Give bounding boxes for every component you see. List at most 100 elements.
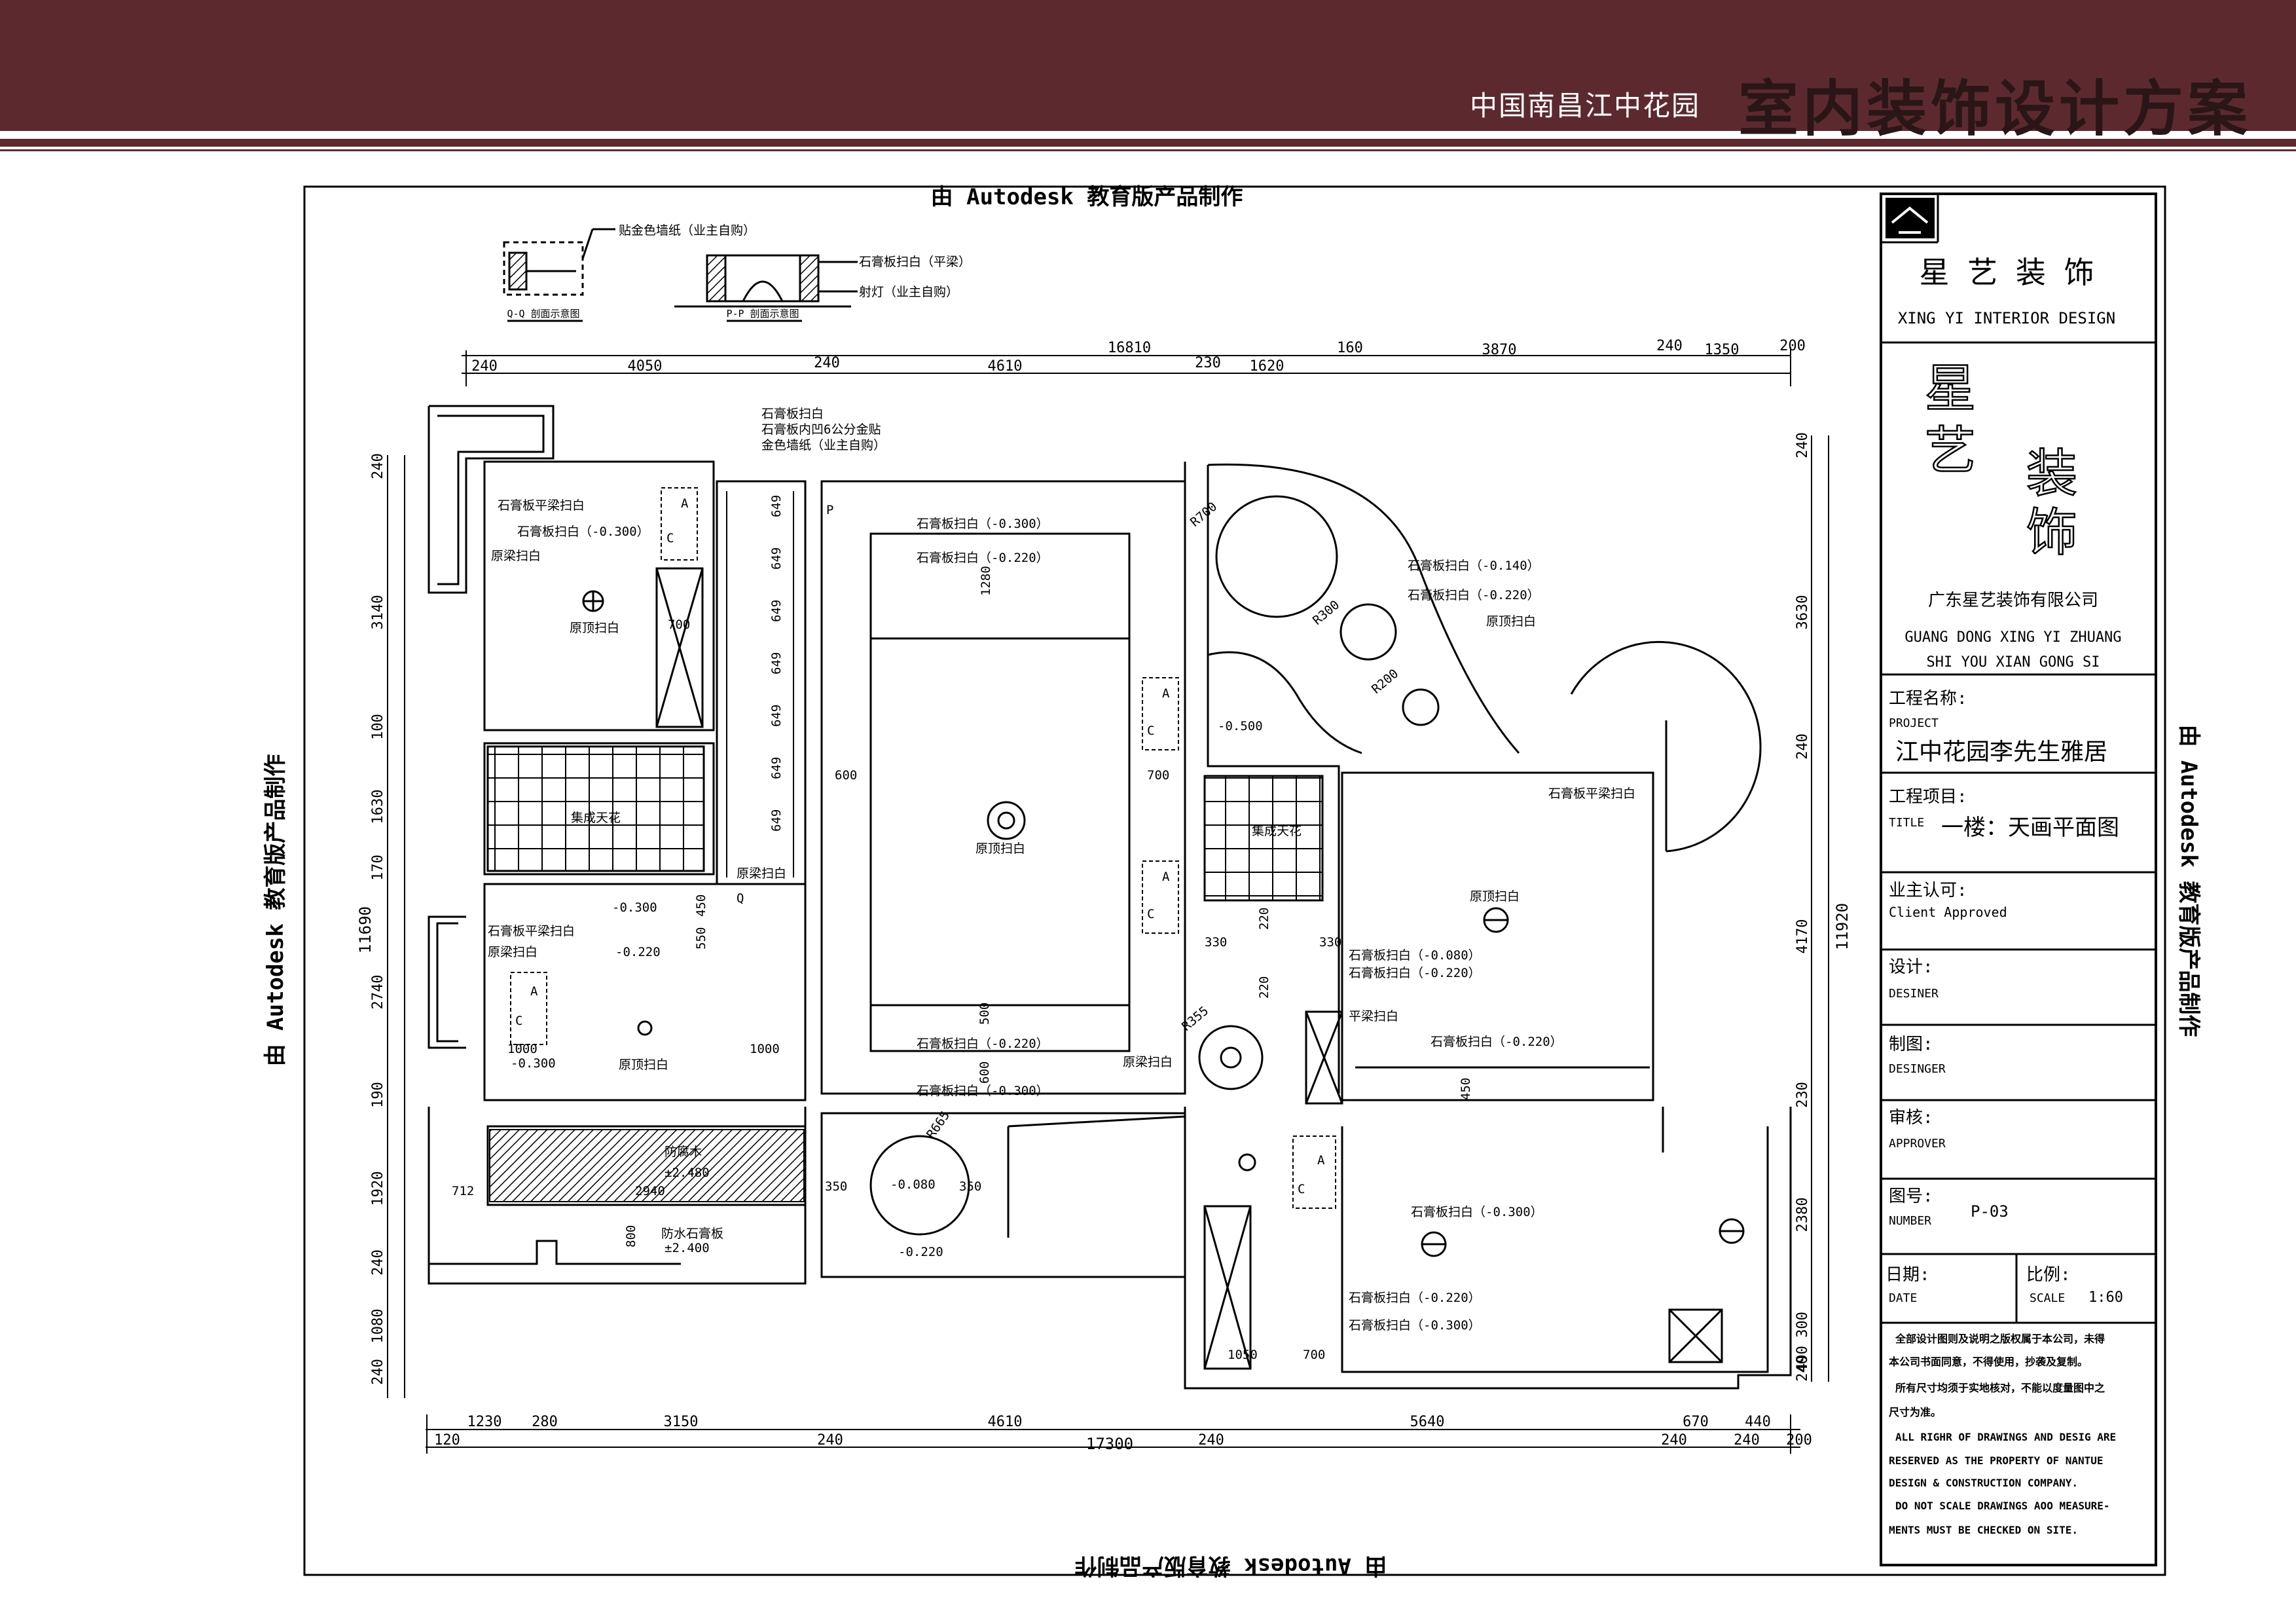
dining-500: 500 — [977, 1003, 992, 1025]
design-label-en: DESINER — [1889, 987, 1939, 1001]
dim-bottom-l4: 240 — [1734, 1432, 1760, 1449]
header-subtitle: 中国南昌江中花园 — [1470, 90, 1701, 122]
watermark-top: 由 Autodesk 教育版产品制作 — [931, 184, 1243, 210]
section-detail-q — [503, 228, 615, 296]
top-dimension-lines — [462, 347, 1791, 386]
a-tag-1: A — [681, 496, 689, 511]
bathroom-ceiling-left — [486, 745, 705, 872]
dim-left-1: 3140 — [370, 595, 386, 630]
r700-label: R700 — [1188, 500, 1220, 530]
dim-top-9: 1350 — [1705, 342, 1740, 358]
r355-label: R355 — [1179, 1004, 1211, 1034]
lower-300b: 石膏板扫白（-0.300） — [1349, 1318, 1481, 1333]
title-value: 一楼：天画平面图 — [1941, 815, 2119, 841]
dim-left-9: 1080 — [370, 1309, 386, 1344]
d350a: 350 — [825, 1179, 847, 1194]
dim-top-4: 230 — [1195, 355, 1221, 371]
header-rule — [0, 139, 2296, 147]
br-220b: 石膏板扫白（-0.220） — [1430, 1034, 1563, 1049]
left-dimension-lines — [387, 455, 405, 1398]
header-band — [0, 0, 2296, 131]
light-fixtures — [582, 590, 1745, 1257]
dim-bottom-l1: 240 — [817, 1432, 843, 1449]
section-markers — [510, 487, 1336, 1209]
date-label: 日期: — [1886, 1265, 1930, 1285]
d2940: 2940 — [635, 1184, 665, 1198]
c-tag-3: C — [1147, 724, 1154, 738]
dining-600: 600 — [835, 768, 857, 783]
dim-right-segments: 240 3630 240 4170 230 2380 300 490 240 — [1795, 432, 1811, 1382]
logo-char-3: 饰 — [2026, 504, 2077, 563]
curve-220: 石膏板扫白（-0.220） — [1408, 587, 1540, 602]
dim-top-5: 1620 — [1250, 358, 1285, 375]
project-label: 工程名称: — [1889, 689, 1967, 709]
company-en: XING YI INTERIOR DESIGN — [1898, 309, 2115, 327]
draw-label-en: DESINGER — [1889, 1062, 1946, 1076]
dining-center: 原顶扫白 — [975, 841, 1025, 856]
mid-orig: 原梁扫白 — [488, 945, 538, 959]
number-value: P-03 — [1971, 1202, 2009, 1221]
design-label: 设计: — [1889, 957, 1933, 977]
dim-top-10: 200 — [1779, 338, 1806, 354]
note-4: ALL RIGHR OF DRAWINGS AND DESIG ARE — [1895, 1431, 2116, 1443]
dim-bottom-1: 280 — [532, 1414, 558, 1430]
br-450: 450 — [1459, 1078, 1473, 1100]
stair-level2: ±2.400 — [665, 1241, 710, 1255]
dining-bottom-220: 石膏板扫白（-0.220） — [917, 1036, 1049, 1051]
d350b: 350 — [959, 1179, 981, 1194]
d700: 700 — [668, 618, 690, 632]
stair-wood: 防腐木 — [665, 1145, 702, 1159]
d330b: 330 — [1319, 935, 1341, 950]
floor-plan-walls — [428, 405, 1792, 1390]
br-220: 石膏板扫白（-0.220） — [1349, 965, 1481, 980]
mid-1000b: 1000 — [750, 1042, 780, 1056]
note-8: MENTS MUST BE CHECKED ON SITE. — [1889, 1524, 2078, 1536]
dim-top-1: 4050 — [628, 358, 663, 375]
dining-220: 石膏板扫白（-0.220） — [917, 550, 1049, 565]
mid-1000a: 1000 — [507, 1042, 538, 1056]
dim-left-7: 1920 — [370, 1172, 386, 1206]
stair-board: 防水石膏板 — [661, 1226, 723, 1241]
d1050: 1050 — [1228, 1348, 1258, 1362]
bathroom-ceiling-right — [1203, 775, 1324, 902]
top-stack-0: 石膏板扫白 — [761, 406, 824, 421]
dim-left-4: 170 — [370, 855, 386, 881]
top-stack-1: 石膏板内凹6公分金贴 — [761, 422, 881, 437]
watermark-left: 由 Autodesk 教育版产品制作 — [263, 754, 289, 1067]
dim-bottom-5: 670 — [1683, 1414, 1709, 1430]
dim-right-2: 240 — [1795, 733, 1811, 760]
dim-left-3: 1630 — [370, 790, 386, 824]
lr-300: 石膏板扫白（-0.300） — [517, 524, 649, 539]
bath-label-left: 集成天花 — [571, 811, 621, 825]
dim-right-6: 300 — [1795, 1312, 1811, 1338]
curve-top: 原顶扫白 — [1486, 614, 1536, 629]
br-flat2: 平梁扫白 — [1349, 1009, 1398, 1024]
dim-bottom-total: 17300 — [1086, 1435, 1133, 1453]
header-banner: 中国南昌江中花园 室内装饰设计方案 — [0, 0, 2296, 144]
section-detail-p — [674, 254, 858, 308]
approval-label-en: Client Approved — [1889, 904, 2007, 920]
dim-right-1: 3630 — [1795, 595, 1811, 630]
scale-label-en: SCALE — [2030, 1291, 2065, 1305]
circ-080: -0.080 — [890, 1177, 936, 1192]
a-tag-2: A — [530, 984, 538, 999]
dim-bottom-l3: 240 — [1661, 1432, 1687, 1449]
dim-top-total: 16810 — [1108, 340, 1151, 356]
draw-label: 制图: — [1889, 1035, 1933, 1054]
mid-neg300: -0.300 — [511, 1056, 556, 1071]
c-tag-4: C — [1147, 907, 1154, 921]
dining-1280: 1280 — [979, 566, 993, 596]
c-tag-2: C — [515, 1014, 522, 1028]
bath-label-right: 集成天花 — [1252, 824, 1302, 838]
copyright-notes: 全部设计图则及说明之版权属于本公司，未得 本公司书面同意，不得使用，抄袭及复制。… — [1889, 1333, 2116, 1536]
br-080: 石膏板扫白（-0.080） — [1349, 948, 1481, 963]
dim-top-8: 240 — [1656, 338, 1683, 354]
note-3: 尺寸为准。 — [1889, 1406, 1941, 1418]
stair-treads — [489, 1129, 805, 1202]
note-0: 全部设计图则及说明之版权属于本公司，未得 — [1895, 1333, 2105, 1345]
section-label-q: Q-Q 剖面示意图 — [507, 308, 579, 320]
watermark-bottom: 由 Autodesk 教育版产品制作 — [1075, 1553, 1387, 1579]
c-tag-1: C — [666, 531, 674, 545]
cabinet-stack — [726, 491, 794, 877]
